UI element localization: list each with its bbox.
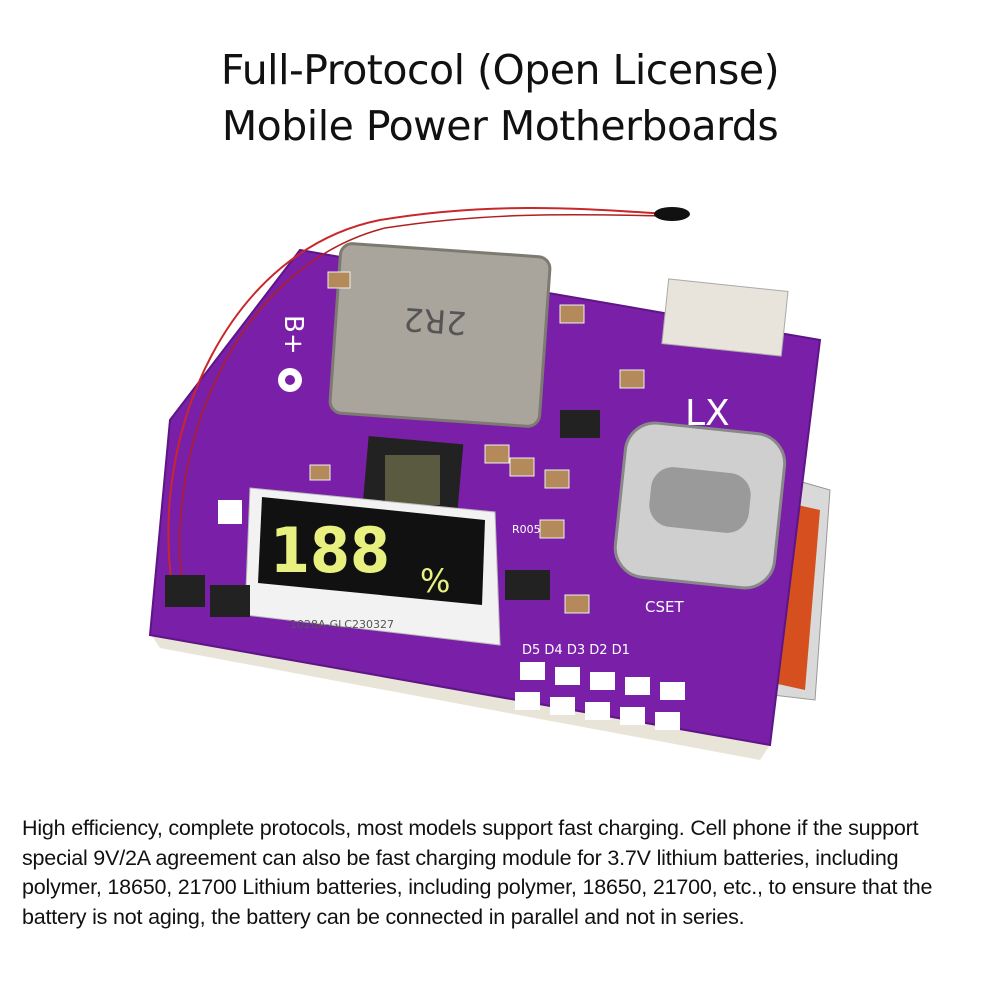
product-description: High efficiency, complete protocols, mos… bbox=[22, 816, 933, 929]
product-photo: 2R2 188 % 1028A-GLC230327 LX B+ CSET R00… bbox=[148, 206, 831, 760]
mosfets bbox=[165, 410, 600, 617]
inductor bbox=[328, 242, 552, 428]
display-percent: % bbox=[420, 562, 450, 600]
bplus-label: B+ bbox=[278, 315, 308, 355]
display-screen bbox=[258, 497, 485, 605]
lx-label: LX bbox=[685, 393, 730, 434]
cset-label: CSET bbox=[645, 598, 684, 616]
usb-c-opening bbox=[649, 467, 751, 533]
main-ic-pad bbox=[385, 455, 440, 505]
led-pads bbox=[515, 662, 685, 730]
push-switch bbox=[661, 278, 789, 357]
thermistor-wire bbox=[167, 206, 669, 586]
title-line-2: Mobile Power Motherboards bbox=[221, 102, 779, 150]
display-digits: 188 bbox=[270, 514, 390, 587]
thermistor-wire-2 bbox=[178, 213, 669, 586]
capacitors bbox=[309, 271, 645, 614]
chip-label: R005 bbox=[512, 523, 541, 536]
page-title: Full-Protocol (Open License) Mobile Powe… bbox=[0, 42, 1000, 154]
bminus-pad bbox=[218, 500, 242, 524]
bplus-hole bbox=[285, 375, 295, 385]
title-line-1: Full-Protocol (Open License) bbox=[220, 46, 780, 94]
display-code: 1028A-GLC230327 bbox=[290, 618, 394, 631]
thermistor-icon bbox=[654, 207, 690, 221]
led-labels: D5 D4 D3 D2 D1 bbox=[522, 643, 630, 658]
board-edge bbox=[152, 636, 770, 760]
inductor-label: 2R2 bbox=[402, 300, 467, 342]
